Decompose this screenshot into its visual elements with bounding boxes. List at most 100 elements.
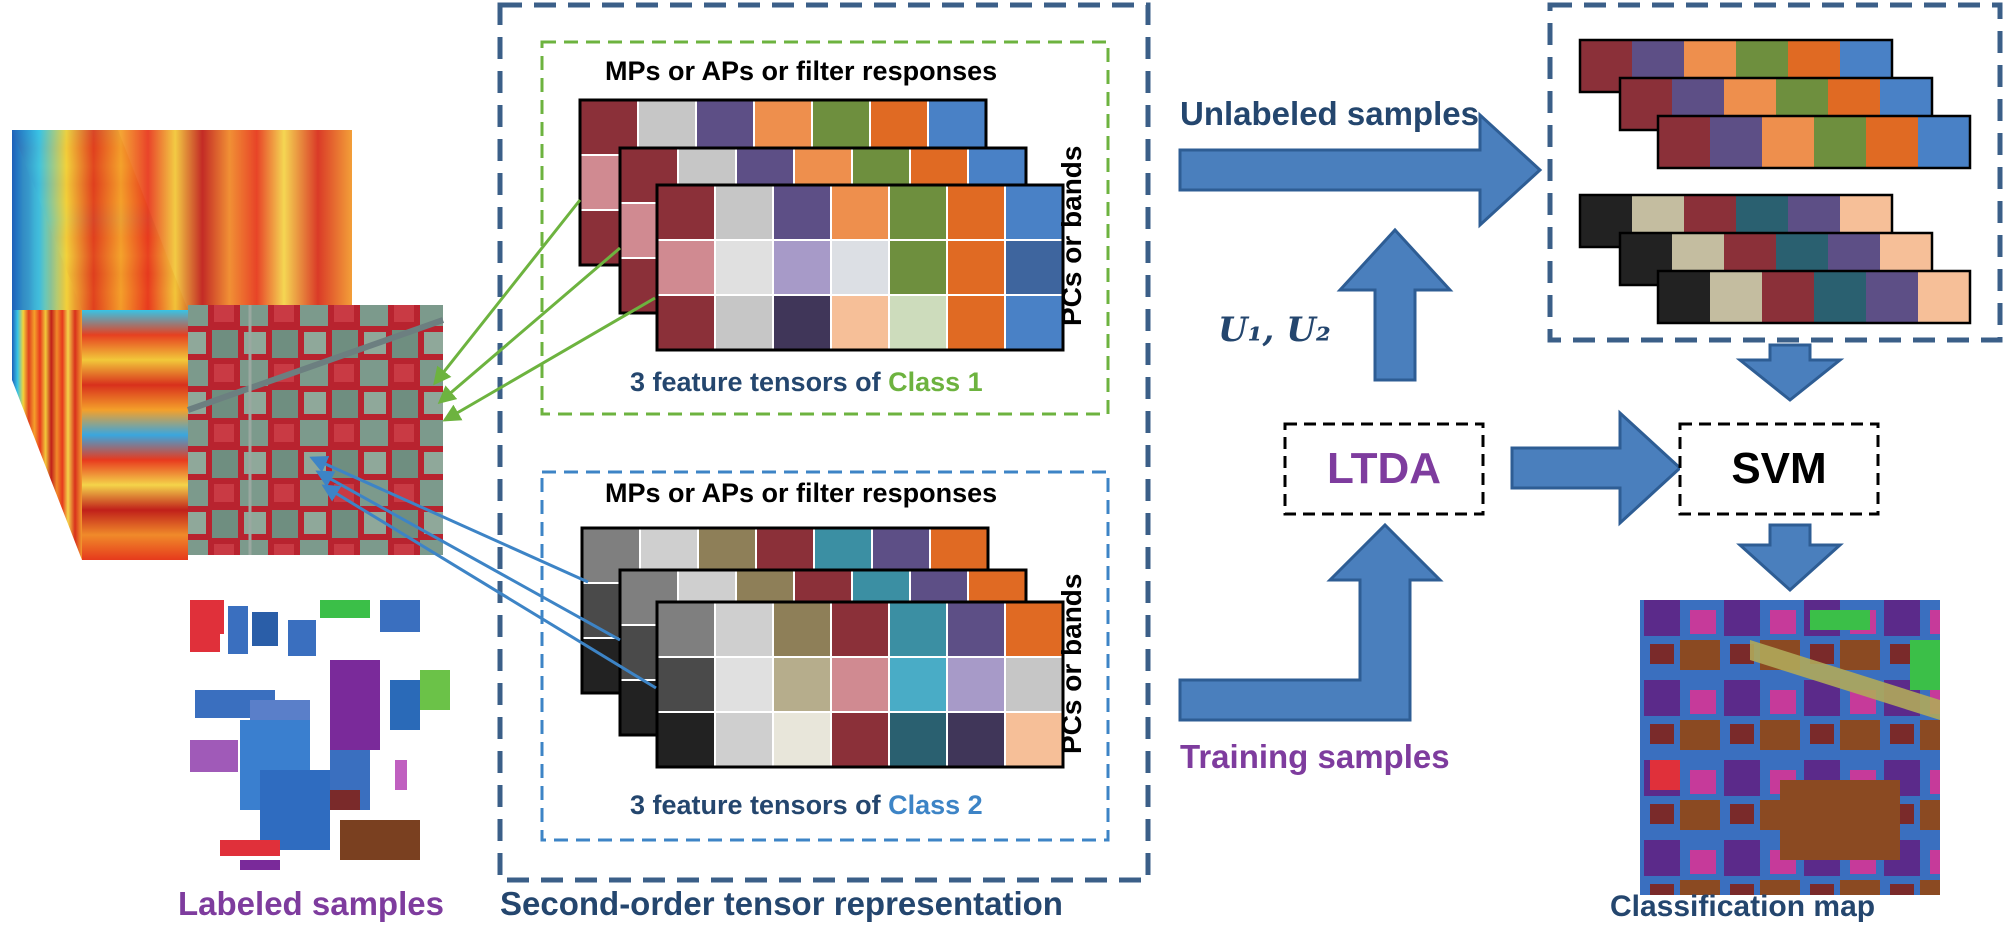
tensor-cell xyxy=(753,99,813,156)
tensor-cell xyxy=(946,239,1006,296)
tensor-cell xyxy=(714,711,774,768)
tensor-cell xyxy=(830,601,890,658)
tensor-cell xyxy=(946,184,1006,241)
strip-cell xyxy=(1814,271,1866,323)
feature-class2-prefix: 3 feature tensors of xyxy=(630,790,889,820)
svm-label: SVM xyxy=(1731,444,1827,493)
ltda-to-svm-arrow xyxy=(1510,409,1683,527)
strip-cell xyxy=(1762,116,1814,168)
training-samples-label: Training samples xyxy=(1180,738,1450,775)
tensor-cell xyxy=(1004,656,1064,713)
tensor-cell xyxy=(830,656,890,713)
tensor-cell xyxy=(637,99,697,156)
class1-tensor-3 xyxy=(655,183,1065,352)
tensor-cell xyxy=(1004,294,1064,351)
class2-tensors xyxy=(580,526,1065,769)
ltda-label: LTDA xyxy=(1326,444,1442,493)
tensor-cell xyxy=(772,601,832,658)
tensor-cell xyxy=(830,711,890,768)
down-arrow-to-map xyxy=(1736,523,1844,593)
classification-map-label: Classification map xyxy=(1610,890,1876,923)
u-matrices-label: U₁, U₂ xyxy=(1218,310,1331,350)
cube-side-face xyxy=(82,310,188,560)
tensor-cell xyxy=(946,601,1006,658)
tensor-cell xyxy=(946,656,1006,713)
feature-class1-caption: 3 feature tensors of Class 1 xyxy=(630,367,983,398)
tensor-cell xyxy=(772,184,832,241)
class2-frame xyxy=(540,470,1110,842)
tensor-cell xyxy=(772,239,832,296)
tensor-cell xyxy=(714,239,774,296)
second-order-label: Second-order tensor representation xyxy=(500,885,1063,922)
class1-tensors xyxy=(578,98,1065,352)
strip-cell xyxy=(1658,271,1710,323)
u-up-arrow xyxy=(1336,227,1454,382)
tensor-cell xyxy=(888,239,948,296)
strip-b3 xyxy=(1656,269,1972,325)
mps-bottom-label: MPs or APs or filter responses xyxy=(605,478,998,508)
tensor-cell xyxy=(772,294,832,351)
tensor-cell xyxy=(888,184,948,241)
tensor-cell xyxy=(714,294,774,351)
labeled-samples-label: Labeled samples xyxy=(178,885,444,922)
tensor-cell xyxy=(656,184,716,241)
tensor-cell xyxy=(888,601,948,658)
tensor-cell xyxy=(656,294,716,351)
tensor-cell xyxy=(656,656,716,713)
second-order-frame xyxy=(497,2,1151,883)
strip-cell xyxy=(1866,116,1918,168)
down-arrow-to-svm xyxy=(1735,343,1845,402)
class1-name: Class 1 xyxy=(888,367,983,397)
tensor-cell xyxy=(656,711,716,768)
strip-cell xyxy=(1658,116,1710,168)
tensor-cell xyxy=(830,239,890,296)
tensor-cell xyxy=(772,711,832,768)
strip-cell xyxy=(1762,271,1814,323)
hyperspectral-cube xyxy=(12,130,444,560)
tensor-cell xyxy=(888,294,948,351)
tensor-cell xyxy=(1004,601,1064,658)
tensor-cell xyxy=(772,656,832,713)
class1-frame xyxy=(540,40,1110,416)
unlabeled-arrow xyxy=(1178,111,1543,229)
tensor-cell xyxy=(656,239,716,296)
tensor-cell xyxy=(888,656,948,713)
tensor-cell xyxy=(1004,711,1064,768)
unlabeled-frame xyxy=(1547,2,2003,343)
tensor-cell xyxy=(946,294,1006,351)
cube-front-face xyxy=(188,305,443,555)
labeled-samples-map xyxy=(190,600,450,870)
strip-a3 xyxy=(1656,114,1972,170)
training-arrow xyxy=(1178,522,1444,722)
tensor-cell xyxy=(888,711,948,768)
class2-connector-lines xyxy=(309,455,657,690)
tensor-cell xyxy=(830,294,890,351)
tensor-border xyxy=(655,183,1065,352)
class2-name: Class 2 xyxy=(888,790,983,820)
tensor-cell xyxy=(946,711,1006,768)
strip-cell xyxy=(1918,116,1970,168)
strip-cell xyxy=(1866,271,1918,323)
pcs-bottom-label: PCs or bands xyxy=(1056,573,1087,754)
strip-cell xyxy=(1814,116,1866,168)
strip-cell xyxy=(1710,271,1762,323)
tensor-cell xyxy=(714,184,774,241)
svm-box xyxy=(1678,422,1880,516)
feature-class2-caption: 3 feature tensors of Class 2 xyxy=(630,790,983,821)
classification-map xyxy=(1640,600,1940,895)
feature-class1-prefix: 3 feature tensors of xyxy=(630,367,889,397)
strip-border xyxy=(1656,114,1972,170)
tensor-cell xyxy=(811,99,871,156)
unlabeled-samples-label: Unlabeled samples xyxy=(1180,95,1479,132)
tensor-cell xyxy=(714,656,774,713)
tensor-cell xyxy=(830,184,890,241)
ltda-box xyxy=(1283,422,1485,516)
tensor-border xyxy=(655,600,1065,769)
mps-top-label: MPs or APs or filter responses xyxy=(605,56,998,86)
tensor-cell xyxy=(714,601,774,658)
cube-back-face xyxy=(12,130,352,310)
unlabeled-strips xyxy=(1578,38,1972,325)
pcs-top-label: PCs or bands xyxy=(1056,145,1087,326)
class1-connector-lines xyxy=(433,199,656,422)
